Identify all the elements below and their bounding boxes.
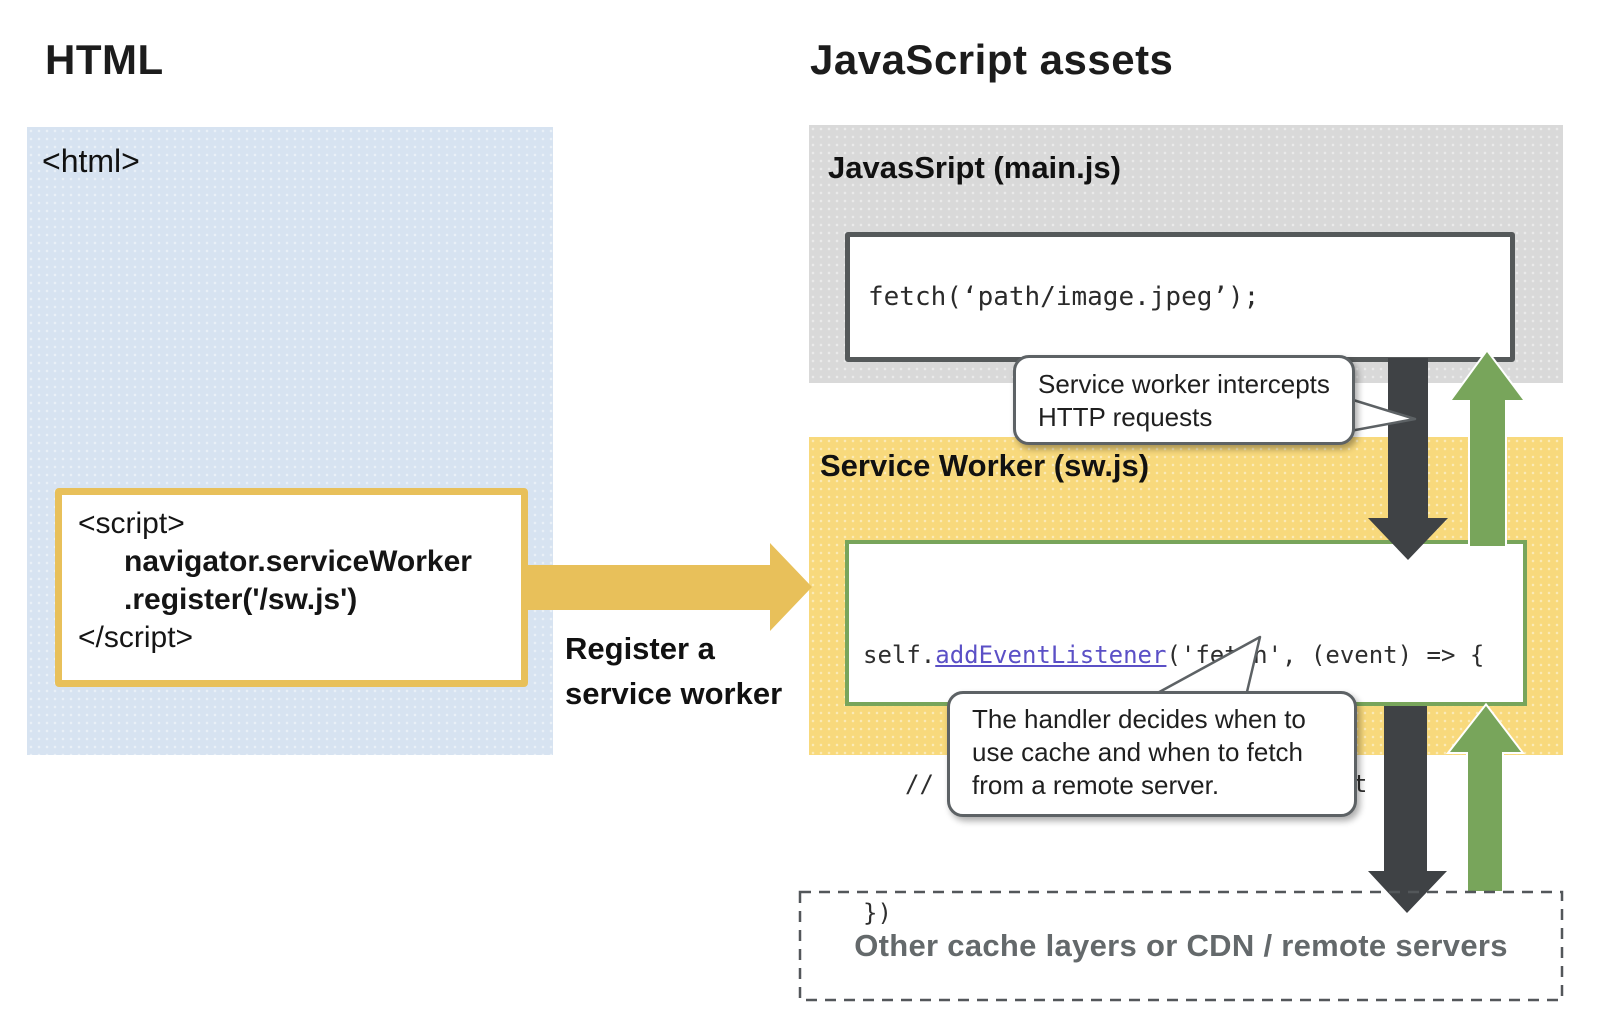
register-arrow-label: Register a service worker: [565, 626, 782, 716]
register-arrow: [524, 543, 812, 631]
script-open-tag: <script>: [78, 507, 185, 540]
handler-callout-bubble: The handler decides when to use cache an…: [947, 691, 1357, 817]
sw-code-self: self.: [863, 641, 936, 669]
sw-code-box: self.addEventListener('fetch', (event) =…: [845, 540, 1527, 927]
mainjs-panel-title: JavasSript (main.js): [828, 150, 1121, 185]
script-close-tag: </script>: [78, 621, 194, 654]
html-open-tag: <html>: [42, 143, 140, 179]
fetch-code: fetch(‘path/image.jpeg’);: [868, 282, 1260, 312]
sw-code-line1: self.addEventListener('fetch', (event) =…: [863, 634, 1523, 677]
sw-code-addeventlistener: addEventListener: [935, 641, 1167, 669]
register-label-line1: Register a: [565, 631, 715, 666]
cache-layers-label: Other cache layers or CDN / remote serve…: [854, 928, 1508, 963]
intercept-bubble-line1: Service worker intercepts: [1038, 369, 1330, 399]
script-code-line-1: navigator.serviceWorker: [124, 545, 472, 578]
script-code-line-2: .register('/sw.js'): [124, 583, 358, 616]
handler-bubble-line1: The handler decides when to: [972, 704, 1306, 734]
html-heading: HTML: [45, 36, 164, 83]
sw-code-args: ('fetch', (event) => {: [1166, 641, 1485, 669]
handler-bubble-line2: use cache and when to fetch: [972, 737, 1304, 767]
handler-bubble-line3: from a remote server.: [972, 770, 1220, 800]
register-label-line2: service worker: [565, 676, 783, 711]
javascript-assets-heading: JavaScript assets: [810, 36, 1174, 83]
bubble-intercept-tail: [1348, 397, 1417, 433]
intercept-bubble-line2: HTTP requests: [1038, 402, 1213, 432]
register-script-box: <script> navigator.serviceWorker .regist…: [55, 488, 528, 687]
intercept-callout-bubble: Service worker intercepts HTTP requests: [1013, 355, 1355, 445]
service-worker-panel-title: Service Worker (sw.js): [820, 448, 1150, 483]
fetch-code-box: fetch(‘path/image.jpeg’);: [845, 232, 1515, 362]
